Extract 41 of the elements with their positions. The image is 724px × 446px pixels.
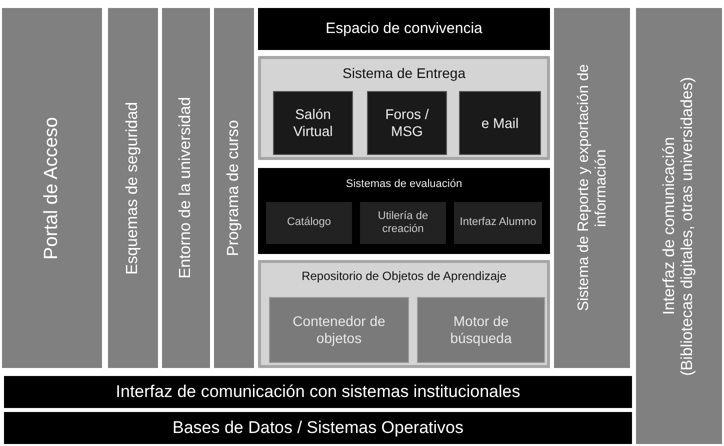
layer-bar [258, 8, 550, 50]
module-box [454, 202, 542, 244]
box-label: Programa de curso [224, 120, 243, 256]
box-subtitle: (Bibliotecas digitales, otras universidades) [679, 76, 697, 376]
vertical-panel [214, 8, 254, 368]
box-label: Interfaz de comunicación [660, 137, 679, 315]
box-label: Catálogo [286, 216, 332, 230]
box-label: Sistema de Reporte y exportación de información [574, 64, 610, 314]
box-label: Espacio de convivencia [324, 20, 484, 38]
box-label: Repositorio de Objetos de Aprendizaje [300, 269, 508, 284]
box-label: Interfaz de comunicación con sistemas institucionales [114, 382, 522, 402]
box-label: Esquemas de seguridad [124, 102, 142, 274]
module-box [269, 297, 409, 363]
box-label: Sistema de Entrega [342, 65, 466, 82]
box-label: Salón Virtual [292, 106, 334, 140]
module-panel [258, 56, 550, 160]
box-label: Entorno de la universidad [176, 97, 195, 279]
vertical-panel [2, 8, 102, 368]
module-box [266, 202, 352, 244]
layer-bar [4, 412, 632, 444]
box-label: Foros / MSG [384, 106, 430, 140]
module-box [459, 91, 541, 155]
box-label: Motor de búsqueda [449, 313, 513, 347]
module-box [417, 297, 545, 363]
module-panel [258, 168, 550, 254]
box-label: Sistemas de evaluación [344, 178, 464, 192]
vertical-panel [636, 8, 722, 444]
module-box [367, 91, 447, 155]
vertical-panel [162, 8, 210, 368]
box-label: Contenedor de objetos [292, 313, 386, 347]
box-label: Bases de Datos / Sistemas Operativos [171, 418, 465, 438]
box-label: Interfaz Alumno [458, 216, 538, 230]
vertical-panel [554, 8, 630, 368]
module-box [360, 202, 446, 244]
layer-bar [4, 376, 632, 408]
box-label: e Mail [480, 114, 520, 132]
box-label: Portal de Acceso [41, 116, 63, 260]
vertical-panel [108, 8, 158, 368]
box-label: Utilería de creación [376, 210, 430, 236]
module-box [273, 91, 353, 155]
module-panel [258, 260, 550, 368]
